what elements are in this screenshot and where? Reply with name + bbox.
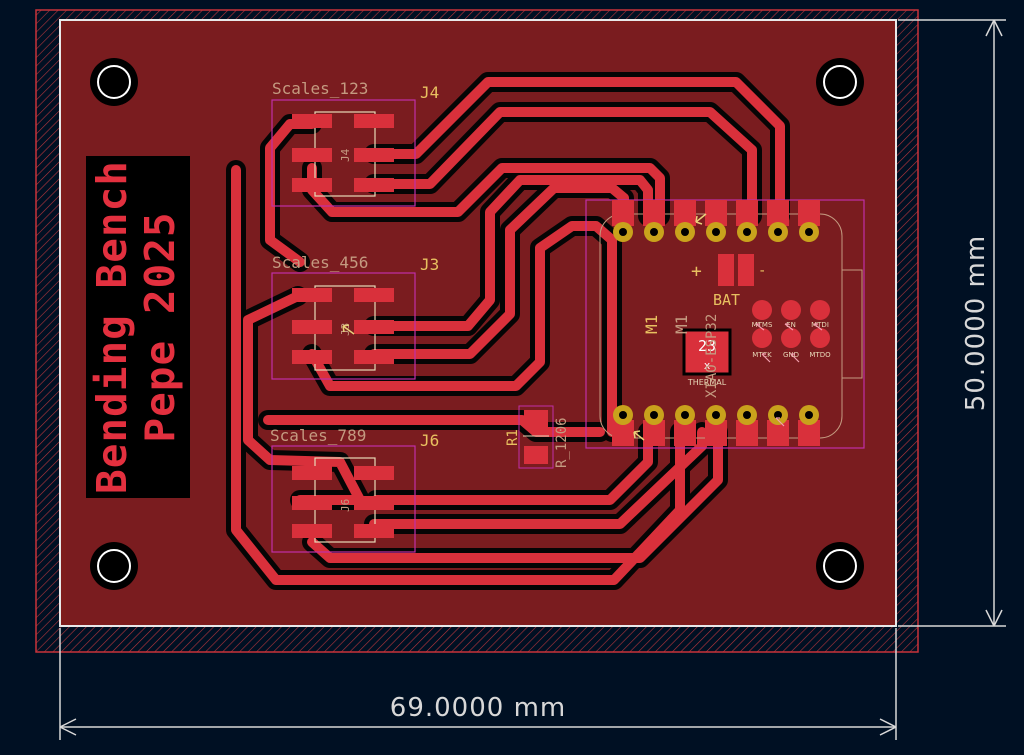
m1-test-pad-label: EN xyxy=(786,321,796,329)
j4-ref: J4 xyxy=(420,83,439,102)
j3-courtyard xyxy=(271,272,416,380)
j6-fab-ref: J6 xyxy=(339,499,352,512)
j4-pad xyxy=(292,148,332,162)
title-line1: Bending Bench xyxy=(88,160,136,494)
r1-ref: R1 xyxy=(505,429,521,446)
r1-courtyard xyxy=(518,405,554,469)
r1-footprint: R_1206 xyxy=(554,417,570,468)
title-line2: Pepe 2025 xyxy=(136,211,184,442)
module-m1[interactable]: + - BAT MTMS EN MTDI MTCK GND MTDO 23 x … xyxy=(585,199,865,449)
m1-usb-outline xyxy=(841,269,863,379)
m1-thermal-number: 23 xyxy=(698,337,716,355)
height-dimension-label: 50.0000 mm xyxy=(961,235,991,411)
j6-pad xyxy=(292,466,332,480)
connector-j6[interactable]: Scales_789 J6 J6 xyxy=(270,426,439,553)
j3-pad xyxy=(354,288,394,302)
j4-fab-ref: J4 xyxy=(339,148,352,162)
copper-traces xyxy=(231,77,785,585)
j6-pad xyxy=(354,466,394,480)
j3-pad xyxy=(354,350,394,364)
m1-bat-plus: + xyxy=(691,261,702,282)
j3-pad xyxy=(292,288,332,302)
j4-courtyard xyxy=(271,99,416,207)
j6-pad xyxy=(292,496,332,510)
pad-arrows xyxy=(755,323,823,427)
m1-test-pad-label: MTDO xyxy=(809,351,831,359)
m1-ref: M1 xyxy=(642,315,661,334)
j3-value: Scales_456 xyxy=(272,253,368,272)
mounting-hole-tl xyxy=(90,58,138,106)
m1-thermal-label: THERMAL xyxy=(687,378,727,387)
title-block xyxy=(86,156,190,498)
m1-top-pins xyxy=(612,200,820,242)
m1-thermal-mark: x xyxy=(704,359,711,372)
j3-pad xyxy=(292,320,332,334)
j6-pad xyxy=(354,496,394,510)
j6-courtyard xyxy=(271,445,416,553)
m1-name: XIAO-ESP32 xyxy=(704,314,720,398)
title-text: Bending Bench xyxy=(88,160,136,494)
j3-pad xyxy=(354,320,394,334)
width-dimension-label: 69.0000 mm xyxy=(390,693,566,723)
j6-pad xyxy=(292,524,332,538)
j4-pad xyxy=(354,148,394,162)
r1-pad-bottom xyxy=(524,446,548,464)
height-dimension xyxy=(898,19,1006,627)
m1-bat-minus: - xyxy=(758,263,766,279)
connector-j3[interactable]: Scales_456 J3 J3 xyxy=(271,253,439,380)
resistor-r1[interactable]: R1 R_1206 xyxy=(505,405,570,469)
connector-j4[interactable]: Scales_123 J4 J4 xyxy=(271,79,439,207)
width-dimension xyxy=(59,628,897,740)
j3-pad xyxy=(292,350,332,364)
j3-fab-ref: J3 xyxy=(339,323,352,336)
j4-value: Scales_123 xyxy=(272,79,368,98)
mounting-hole-tr xyxy=(816,58,864,106)
mounting-hole-br xyxy=(816,542,864,590)
m1-thermal-pad: 23 x THERMAL xyxy=(682,328,732,387)
m1-bat-label: BAT xyxy=(713,291,740,309)
m1-bottom-pins xyxy=(612,405,820,446)
m1-ref-fab: M1 xyxy=(672,315,691,334)
r1-pad-top xyxy=(524,410,548,428)
m1-test-pad-label: MTMS xyxy=(752,321,773,329)
mounting-hole-bl xyxy=(90,542,138,590)
j4-pad xyxy=(354,114,394,128)
ratsnest-arrows xyxy=(342,213,707,441)
m1-battery-pads: + - BAT xyxy=(691,254,766,309)
j4-pad xyxy=(292,114,332,128)
j3-ref: J3 xyxy=(420,255,439,274)
j4-pad xyxy=(354,178,394,192)
j6-ref: J6 xyxy=(420,431,439,450)
j4-pad xyxy=(292,178,332,192)
j6-pad xyxy=(354,524,394,538)
m1-test-pad-label: MTDI xyxy=(811,321,829,329)
m1-test-pad-label: GND xyxy=(783,351,799,359)
j6-value: Scales_789 xyxy=(270,426,366,445)
